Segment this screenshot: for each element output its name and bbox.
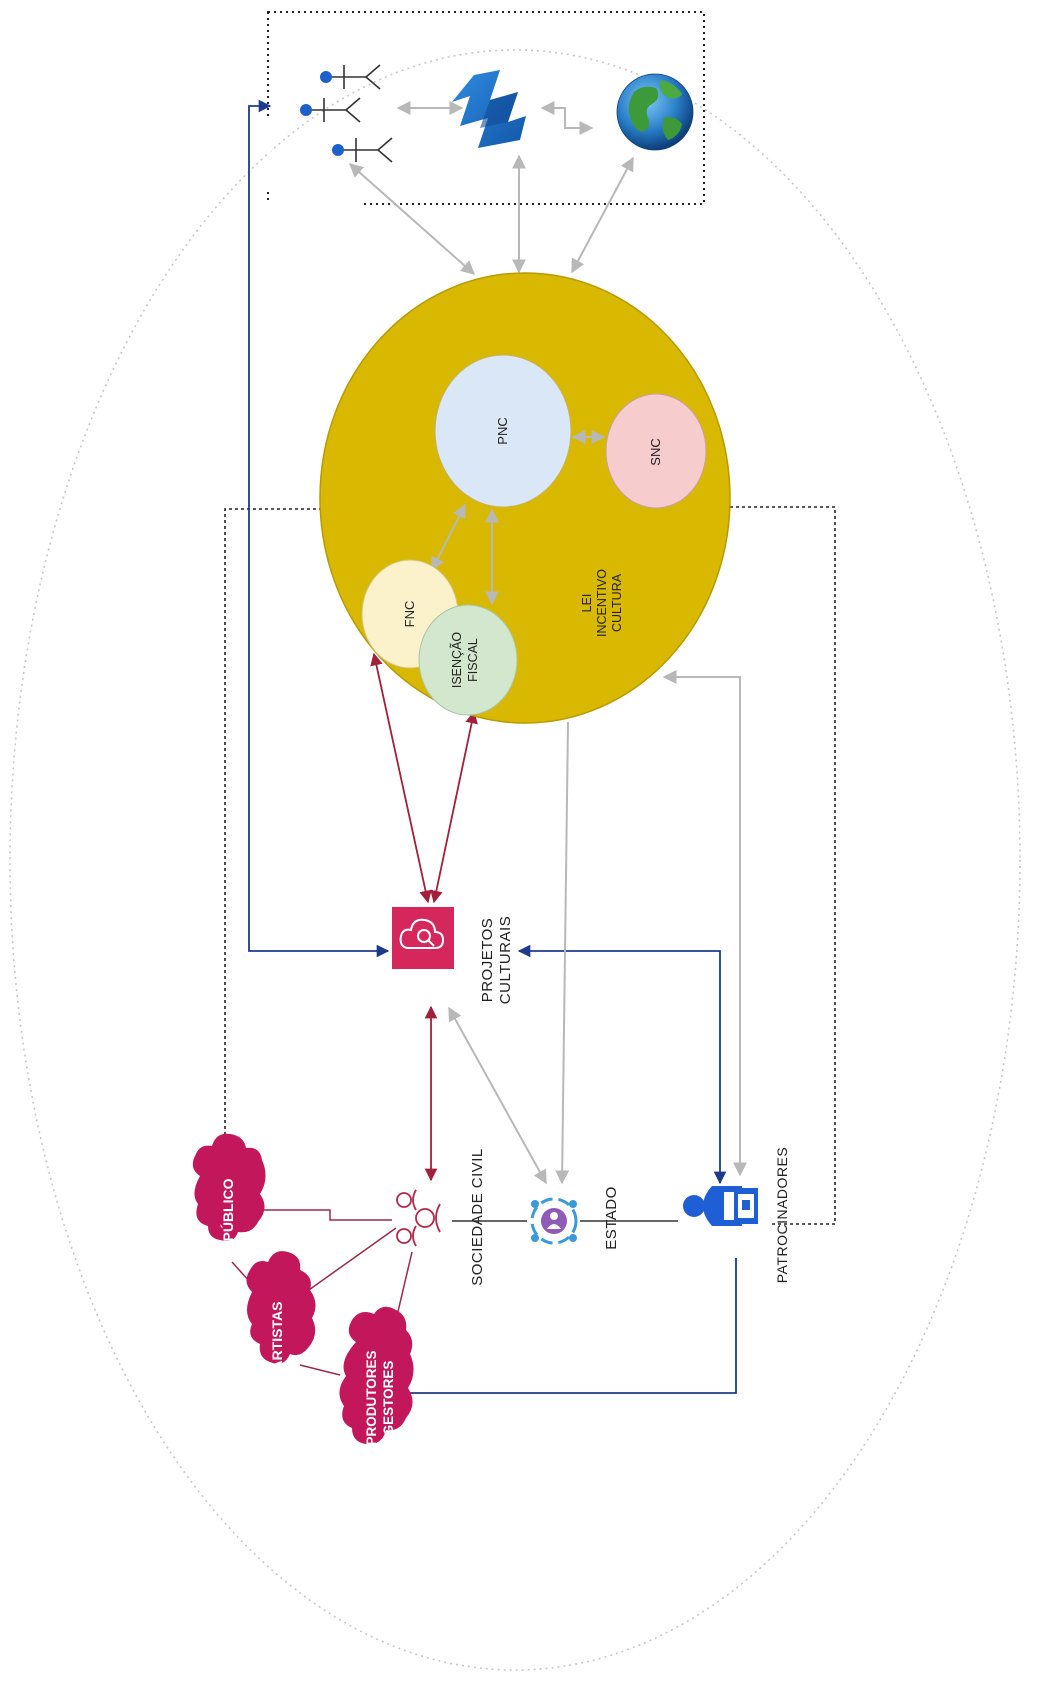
line-publico-sociedade [258,1209,392,1221]
produtores-gestores-cloud: PRODUTORES GESTORES [339,1306,414,1446]
snc-label: SNC [648,438,663,465]
line-artistas-produtores [299,1364,341,1376]
business-person-icon [683,1186,758,1226]
navy-produtores-patrocinadores [410,1258,737,1394]
projetos-label-2: CULTURAIS [497,916,514,1004]
snc-circle [605,393,707,509]
globe-icon [616,73,694,151]
isencao-label-2: FISCAL [466,638,480,682]
arrow-users-lei [348,163,476,275]
publico-label: PÚBLICO [219,1178,236,1241]
lei-label-3: CULTURA [610,573,624,632]
patrocinadores-label: PATROCINADORES [774,1147,790,1283]
fnc-label: FNC [402,601,417,628]
produtores-label-2: GESTORES [381,1361,396,1436]
red-projetos-isencao [430,710,478,904]
gray-patrocinadores-lei [662,670,747,1177]
line-produtores-sociedade [395,1251,413,1321]
navy-projetos-patrocinadores [517,944,727,1185]
red-projetos-fnc [370,652,432,904]
ribbon-logo-icon [452,70,526,148]
artistas-cloud: ARTISTAS [246,1251,316,1371]
outer-boundary-ellipse [9,49,1021,1671]
projetos-label-1: PROJETOS [479,918,496,1003]
pnc-circle [434,354,572,508]
arrow-logo-globe [540,101,594,135]
artistas-label: ARTISTAS [269,1302,285,1371]
isencao-fiscal-circle [418,604,518,716]
group-icon [396,1189,441,1247]
publico-cloud: PÚBLICO [192,1133,266,1242]
users-icon [300,64,393,163]
produtores-label-1: PRODUTORES [364,1350,379,1445]
lei-label-1: LEI [580,594,594,613]
dotted-lei-patrocinadores [730,506,836,1225]
cloud-search-icon [392,907,454,969]
dotted-lei-publico [224,508,322,1155]
gray-lei-estado [555,721,570,1185]
lei-label-2: INCENTIVO [595,569,609,637]
pnc-label: PNC [495,417,510,444]
gray-projetos-estado [448,1006,547,1185]
arrow-pnc-fnc [431,503,466,572]
arrow-globe-lei [571,156,634,274]
sociedade-civil-label: SOCIEDADE CIVIL [469,1148,486,1286]
estado-label: ESTADO [603,1186,620,1250]
navy-projetos-users [248,99,390,958]
isencao-label-1: ISENÇÃO [450,632,464,689]
org-circle-icon [530,1197,578,1245]
